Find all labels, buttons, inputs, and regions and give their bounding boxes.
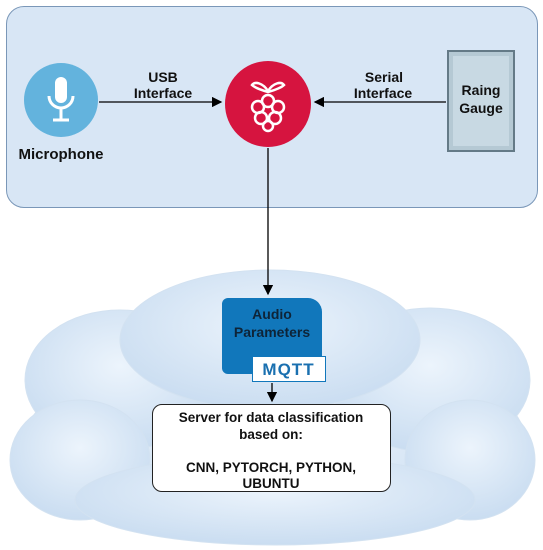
rain-gauge-label-line1: Raing [461, 82, 501, 98]
mqtt-label: MQTT [262, 360, 315, 379]
microphone-icon [47, 77, 75, 122]
usb-label-line1: USB [148, 69, 178, 85]
raspberry-pi-node [225, 61, 311, 147]
audio-label-line1: Audio [252, 306, 292, 322]
rain-gauge-label-line2: Gauge [459, 100, 503, 116]
usb-label-line2: Interface [133, 85, 193, 101]
serial-label-line1: Serial [364, 69, 404, 85]
rain-gauge-node: Raing Gauge [447, 50, 515, 152]
microphone-node [24, 63, 98, 137]
microphone-label: Microphone [18, 146, 104, 163]
audio-label-line2: Parameters [233, 324, 311, 340]
raspberry-pi-icon [250, 81, 286, 133]
server-label-line1: Server for data classification [178, 410, 364, 425]
server-label-line3: CNN, PYTORCH, PYTHON, [185, 460, 356, 475]
mqtt-badge: MQTT [252, 356, 326, 382]
server-node: Server for data classification based on:… [152, 404, 391, 492]
server-label-line2: based on: [239, 427, 303, 442]
server-label-line4: UBUNTU [242, 476, 300, 491]
serial-label-line2: Interface [353, 85, 413, 101]
